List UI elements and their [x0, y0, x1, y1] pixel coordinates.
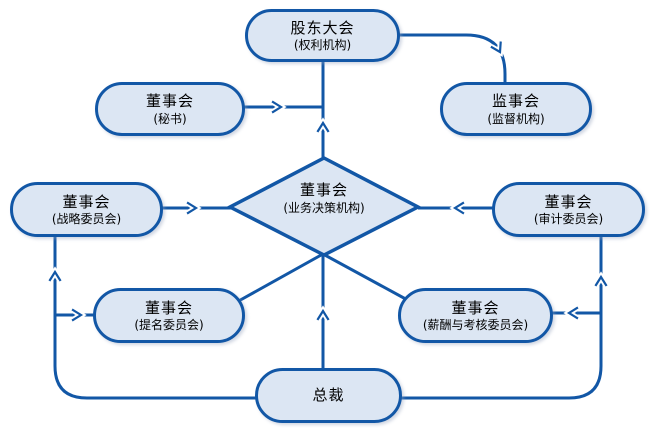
- node-title: 股东大会: [290, 18, 355, 37]
- node-supervisory-board: 监事会 (监督机构): [440, 82, 592, 136]
- node-subtitle: (提名委员会): [134, 318, 204, 333]
- node-shareholders-meeting: 股东大会 (权利机构): [245, 9, 400, 62]
- node-subtitle: (权利机构): [293, 38, 352, 53]
- node-strategy-committee: 董事会 (战略委员会): [10, 182, 163, 237]
- edge-board-to-nomination: [234, 252, 324, 305]
- edge-shareholders-to-supervisory: [399, 33, 507, 84]
- edge-president-to-audit: [400, 235, 603, 400]
- node-title: 董事会: [451, 298, 500, 317]
- arrowhead-up: [594, 274, 608, 287]
- node-subtitle: (审计委员会): [533, 212, 604, 227]
- node-title: 总裁: [312, 385, 345, 404]
- arrowhead-right: [186, 201, 199, 215]
- node-audit-committee: 董事会 (审计委员会): [492, 182, 645, 237]
- arrowhead-left: [566, 306, 579, 320]
- node-compensation-committee: 董事会 (薪酬与考核委员会): [398, 288, 553, 343]
- node-title: 董事会: [62, 192, 111, 211]
- node-subtitle: (薪酬与考核委员会): [422, 318, 529, 333]
- node-title: 监事会: [491, 92, 540, 111]
- node-board-secretary: 董事会 (秘书): [95, 82, 245, 136]
- arrowhead-curve: [490, 41, 502, 54]
- arrowhead-right: [71, 308, 84, 322]
- node-subtitle: (战略委员会): [51, 212, 122, 227]
- edge-president-to-strategy: [53, 235, 258, 400]
- node-title: 董事会: [144, 298, 193, 317]
- arrowhead-left: [452, 201, 465, 215]
- arrowhead-right: [271, 100, 284, 114]
- node-nomination-committee: 董事会 (提名委员会): [93, 288, 245, 343]
- arrowhead-up: [316, 120, 330, 133]
- arrowheads: [47, 39, 609, 323]
- arrowhead-up: [48, 269, 62, 282]
- node-title: 董事会: [544, 192, 593, 211]
- node-president: 总裁: [255, 368, 402, 423]
- node-subtitle: (秘书): [153, 111, 187, 126]
- node-subtitle: (监督机构): [487, 111, 545, 126]
- arrowhead-up: [316, 308, 330, 321]
- node-title: 董事会: [145, 92, 194, 111]
- edge-board-to-compensation: [322, 252, 414, 305]
- diamond-board-of-directors: [226, 156, 422, 257]
